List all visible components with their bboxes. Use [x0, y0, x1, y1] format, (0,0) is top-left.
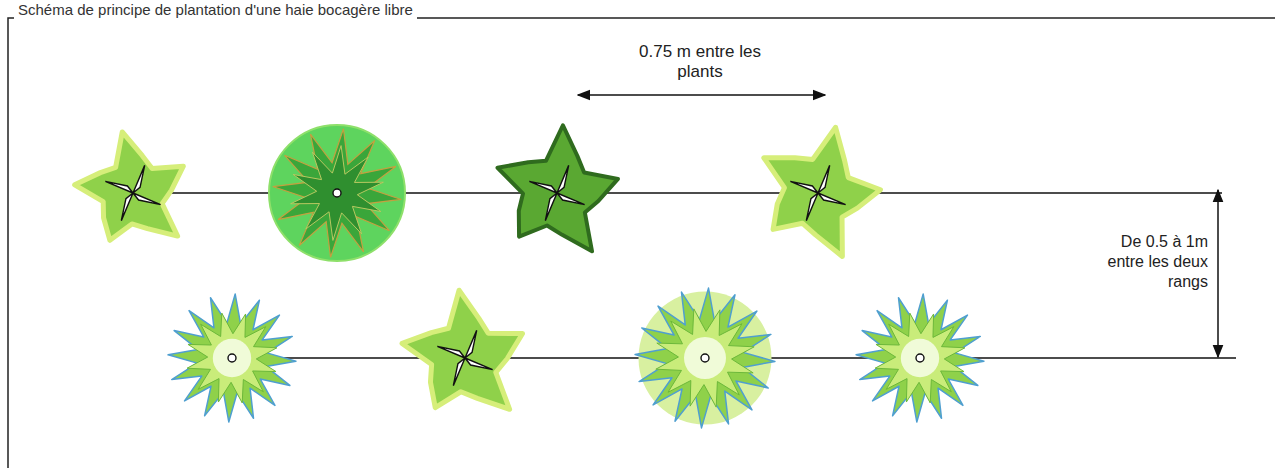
plant-symbol [437, 330, 492, 385]
plant-symbol [529, 165, 584, 220]
frame [8, 18, 1275, 468]
plant-symbol [105, 165, 160, 220]
plant [856, 294, 984, 422]
plant [269, 125, 405, 261]
plant [168, 294, 296, 422]
plant [75, 132, 184, 240]
plant [764, 127, 881, 256]
dimension-label: De 0.5 à 1m entre les deux rangs [1100, 232, 1208, 292]
plant [498, 125, 618, 251]
diagram-title: Schéma de principe de plantation d'une h… [14, 0, 417, 20]
dimension-arrow [1217, 190, 1219, 357]
plant [635, 288, 775, 428]
plant [402, 290, 523, 409]
dimension-label: 0.75 m entre les plants [620, 42, 780, 82]
dimension-arrow [578, 94, 825, 96]
plant-symbol [790, 165, 845, 220]
